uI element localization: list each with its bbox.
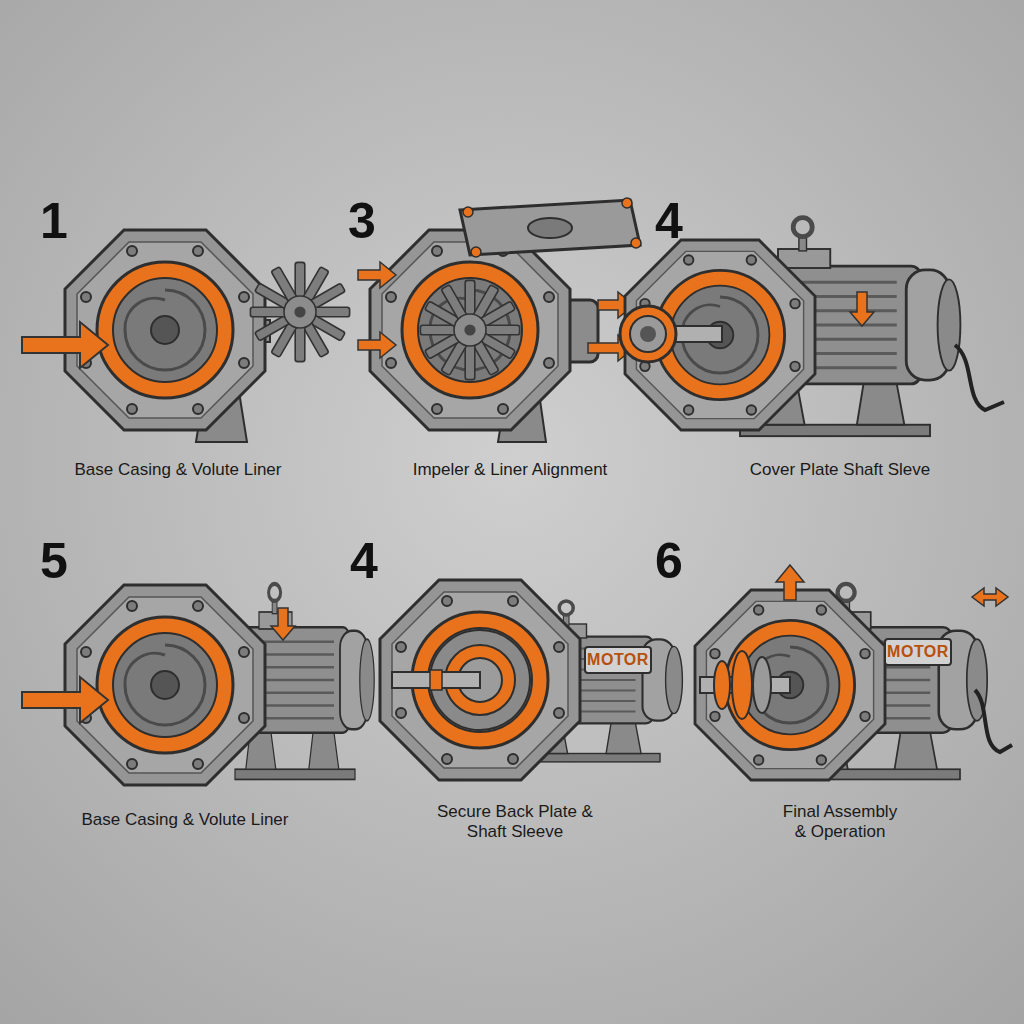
- step-caption: Base Casing & Volute Liner: [35, 810, 335, 830]
- step-caption: Impeler & Liner Alignment: [360, 460, 660, 480]
- step-number: 5: [40, 536, 80, 586]
- motor-nameplate-text: MOTOR: [885, 640, 951, 664]
- step-caption: Final Assembly & Operation: [775, 802, 905, 843]
- motor-nameplate-text: MOTOR: [585, 648, 651, 672]
- step-number: 3: [348, 196, 388, 246]
- step-number: 4: [655, 196, 695, 246]
- step-caption: Secure Back Plate & Shaft Sleeve: [425, 802, 605, 843]
- step-number: 1: [40, 196, 80, 246]
- step-caption: Cover Plate Shaft Sleve: [690, 460, 990, 480]
- step-caption: Base Casing & Volute Liner: [28, 460, 328, 480]
- step-number: 6: [655, 536, 695, 586]
- step-number: 4: [350, 536, 390, 586]
